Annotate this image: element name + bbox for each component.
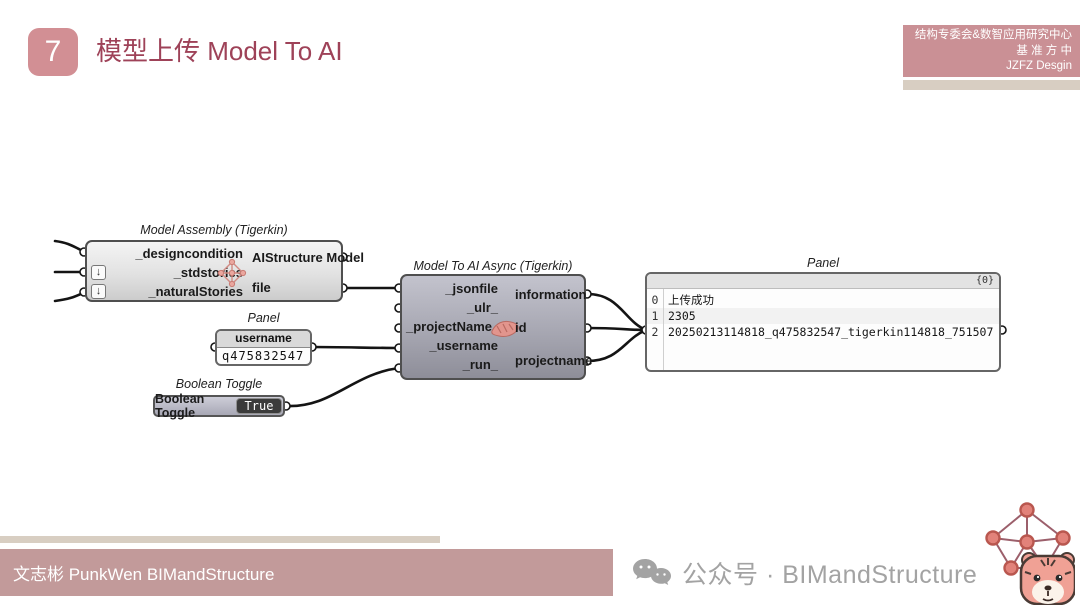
graph-node-icon: [217, 258, 247, 288]
footer-accent-strip: [0, 536, 440, 543]
org-line-1: 结构专委会&数智应用研究中心: [914, 29, 1072, 41]
bimandstructure-logo: [983, 500, 1077, 610]
row-value: 上传成功: [668, 293, 714, 307]
wire-information-panel[interactable]: [585, 292, 648, 332]
async-component[interactable]: _jsonfile _ulr_ _projectName_ _username …: [400, 274, 592, 380]
username-panel[interactable]: username q475832547: [215, 329, 312, 366]
footer-author-bar: 文志彬 PunkWen BIMandStructure: [0, 549, 613, 596]
toggle-value[interactable]: True: [236, 398, 282, 414]
flatten-arrow-icon[interactable]: ↓: [91, 265, 106, 280]
wire-naturalstories[interactable]: [53, 291, 85, 303]
wire-projectname-panel[interactable]: [585, 328, 648, 363]
org-accent-strip: [903, 80, 1080, 90]
toggle-label: Boolean Toggle: [175, 377, 263, 391]
async-component-label: Model To AI Async (Tigerkin): [413, 259, 573, 273]
row-index: 0: [651, 293, 659, 307]
toggle-name: Boolean Toggle: [155, 392, 205, 420]
async-input-ulr: _ulr_: [466, 300, 498, 315]
wire-id-panel[interactable]: [585, 326, 648, 332]
org-banner: 结构专委会&数智应用研究中心 基 准 方 中 JZFZ Desgin: [903, 25, 1080, 77]
async-input-jsonfile: _jsonfile: [445, 281, 498, 296]
async-input-run: _run_: [462, 357, 498, 372]
wire-run[interactable]: [284, 366, 401, 408]
wechat-icon: [633, 558, 671, 585]
wire-username[interactable]: [310, 345, 401, 350]
wechat-account-label: 公众号 · BIMandStructure: [682, 560, 978, 589]
assembly-component[interactable]: _designcondition ↓ _stdstories ↓ _natura…: [85, 240, 364, 302]
assembly-output-file: file: [252, 280, 271, 295]
panel-row: 2 20250213114818_q475832547_tigerkin1148…: [647, 324, 999, 340]
slide-number-badge: 7: [28, 28, 78, 76]
async-input-username: _username: [429, 338, 498, 353]
boolean-toggle[interactable]: Boolean Toggle True: [153, 392, 285, 420]
footer-author: 文志彬 PunkWen BIMandStructure: [13, 565, 275, 584]
row-value: 2305: [668, 309, 696, 323]
wechat-banner: 公众号 · BIMandStructure: [632, 549, 977, 596]
async-output-information: information: [515, 287, 587, 302]
async-output-id: id: [515, 320, 527, 335]
username-panel-value[interactable]: q475832547: [222, 349, 305, 363]
org-line-3: JZFZ Desgin: [1006, 60, 1072, 72]
row-value: 20250213114818_q475832547_tigerkin114818…: [668, 325, 994, 339]
wire-designcondition[interactable]: [53, 239, 85, 253]
index-separator: [663, 289, 664, 370]
output-panel[interactable]: {0} 0 上传成功 1 2305 2 20250213114818_q4758…: [645, 272, 1001, 372]
assembly-input-designcondition: _designcondition: [135, 246, 243, 261]
page-title: 模型上传 Model To AI: [96, 36, 343, 66]
node-graph-logo-icon: [985, 502, 1077, 606]
assembly-input-naturalstories: _naturalStories: [148, 284, 243, 299]
org-line-2: 基 准 方 中: [1016, 44, 1072, 57]
output-panel-path-badge: {0}: [647, 274, 999, 289]
username-panel-label: Panel: [247, 311, 280, 325]
panel-row: 0 上传成功: [647, 292, 999, 308]
tiger-leap-icon: [491, 320, 519, 337]
row-index: 2: [651, 325, 659, 339]
tiger-mascot-icon: [1019, 552, 1077, 606]
assembly-component-label: Model Assembly (Tigerkin): [140, 223, 288, 237]
panel-row: 1 2305: [647, 308, 999, 324]
async-input-projectname: _projectName_: [406, 319, 500, 334]
output-panel-label: Panel: [807, 256, 839, 270]
async-output-projectname: projectname: [515, 353, 593, 368]
row-index: 1: [651, 309, 659, 323]
flatten-arrow-icon[interactable]: ↓: [91, 284, 106, 299]
assembly-output-aistructure-model: AIStructure Model: [252, 250, 364, 265]
username-panel-header: username: [217, 331, 310, 348]
